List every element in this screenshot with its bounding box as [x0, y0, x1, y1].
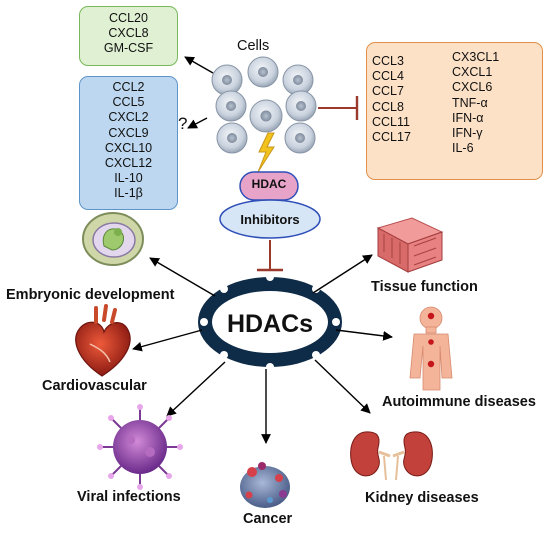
chemokine-item: CCL5 [112, 95, 145, 110]
inhibit-orange [318, 96, 359, 120]
cell [215, 90, 247, 122]
cell [282, 64, 314, 96]
inhibit-hdacs [257, 240, 283, 272]
cell [285, 90, 317, 122]
chemokine-item: CCL8 [372, 99, 404, 114]
chemokine-item: CX3CL1 [452, 50, 500, 64]
label-tissue-function: Tissue function [371, 279, 478, 295]
chemokine-item: CXCL9 [108, 125, 149, 140]
chemokine-item: CXCL1 [452, 65, 493, 80]
hdacs-ring [198, 273, 342, 371]
cells-cluster [211, 56, 317, 154]
chemokine-item: CCL4 [372, 69, 404, 84]
label-kidney-diseases: Kidney diseases [365, 490, 479, 506]
kidney-icon [350, 431, 433, 481]
chemokine-item: CCL11 [372, 114, 410, 129]
hdac-label: HDAC [251, 177, 287, 191]
arrow-cells-to-blue [187, 117, 208, 129]
cells-title: Cells [237, 38, 270, 54]
cell [211, 64, 243, 96]
blue-chemokine-list: CCL2 CCL5 CXCL2 CXCL9 CXCL10 CXCL12 IL-1… [79, 80, 178, 202]
chemokine-item: CCL17 [372, 130, 411, 145]
chemokine-item: CXCL12 [104, 156, 153, 171]
chemokine-item: IL-6 [452, 141, 474, 156]
embryo-icon [82, 212, 144, 266]
orange-chemokine-column-1: CCL3 CCL4 CCL7 CCL8 CCL11 CCL17 [372, 54, 422, 145]
inhibitor-pill [219, 199, 321, 239]
label-autoimmune-diseases: Autoimmune diseases [382, 394, 536, 410]
chemokine-item: IL-1β [114, 186, 143, 201]
orange-chemokine-column-2: CX3CL1 CXCL1 CXCL6 TNF-α IFN-α IFN-γ IL-… [452, 50, 522, 156]
chemokine-item: CXCL8 [108, 26, 149, 41]
inhibitors-label: Inhibitors [240, 212, 300, 227]
hdacs-center-label: HDACs [226, 310, 314, 338]
chemokine-item: IFN-α [452, 110, 484, 125]
lightning-icon [257, 132, 275, 173]
arrow-cells-to-green [184, 56, 214, 74]
label-cancer: Cancer [243, 511, 293, 527]
chemokine-item: CCL2 [112, 80, 145, 94]
chemokine-item: CCL20 [109, 11, 148, 25]
cell [249, 99, 283, 133]
chemokine-item: CCL3 [372, 54, 404, 68]
chemokine-item: CXCL2 [108, 110, 149, 125]
cell [247, 56, 279, 88]
label-cardiovascular: Cardiovascular [42, 378, 147, 394]
chemokine-item: CCL7 [372, 84, 404, 99]
chemokine-item: TNF-α [452, 95, 488, 110]
chemokine-item: GM-CSF [103, 41, 154, 56]
cell [216, 122, 248, 154]
chemokine-item: CXCL10 [104, 140, 153, 155]
label-embryonic-development: Embryonic development [6, 287, 175, 303]
chemokine-item: IFN-γ [452, 126, 483, 141]
blue-chemokine-box [79, 76, 178, 210]
virus-icon [97, 404, 183, 490]
green-chemokine-box [79, 6, 178, 66]
chemokine-item: CXCL6 [452, 80, 493, 95]
orange-chemokine-box [366, 42, 543, 180]
chemokine-item: IL-10 [114, 171, 143, 186]
cancer-cell-icon [240, 462, 290, 508]
label-viral-infections: Viral infections [77, 489, 181, 505]
human-body-icon [409, 306, 453, 391]
tissue-icon [376, 217, 444, 273]
outcome-arrows [132, 254, 393, 444]
cell [284, 122, 316, 154]
question-mark: ? [178, 114, 188, 133]
green-chemokine-list: CCL20 CXCL8 GM-CSF [79, 11, 178, 57]
heart-icon [75, 304, 131, 377]
